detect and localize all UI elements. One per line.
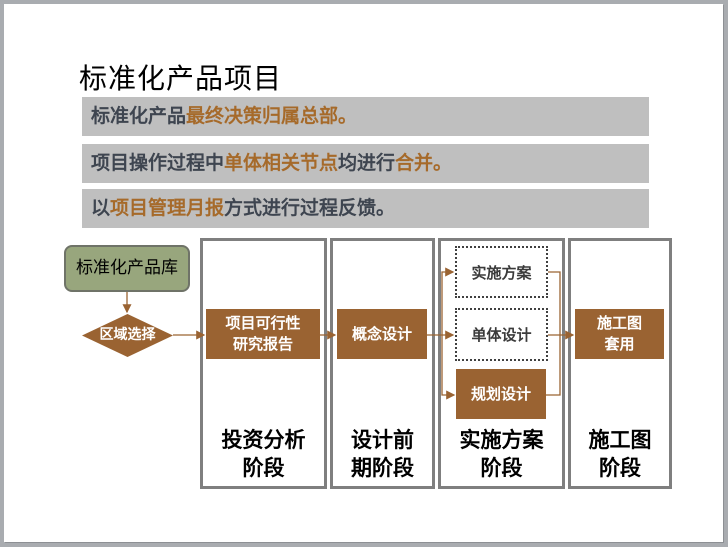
standard-product-library-node: 标准化产品库 — [64, 245, 190, 292]
concept-design-node: 概念设计 — [337, 309, 427, 359]
bullet-3-text-1: 以 — [91, 197, 111, 219]
stage-label-line2: 阶段 — [242, 455, 285, 480]
stage-column-predesign: 设计前 期阶段 — [330, 238, 435, 489]
bullet-1-highlight-1: 最终决策归属总部。 — [186, 105, 358, 127]
planning-design-node: 规划设计 — [456, 369, 546, 419]
bullet-2-highlight-2: 合并。 — [395, 152, 453, 174]
stage-label-investment: 投资分析 阶段 — [203, 426, 324, 482]
stage-label-line1: 设计前 — [351, 427, 414, 452]
node-line1: 项目可行性 — [225, 314, 301, 332]
bullet-2-text-2: 均进行 — [338, 152, 396, 174]
node-line2: 研究报告 — [232, 335, 293, 353]
stage-column-investment: 投资分析 阶段 — [200, 238, 327, 489]
node-line1: 施工图 — [596, 314, 642, 332]
stage-label-line1: 投资分析 — [221, 427, 306, 452]
implementation-plan-node: 实施方案 — [455, 246, 548, 298]
stage-label-predesign: 设计前 期阶段 — [333, 426, 432, 482]
stage-label-line1: 施工图 — [588, 427, 652, 452]
diamond-shape-icon — [82, 314, 173, 357]
stage-label-implementation: 实施方案 阶段 — [441, 426, 562, 482]
slide-title: 标准化产品项目 — [79, 62, 283, 95]
stage-label-line1: 实施方案 — [459, 427, 544, 452]
stage-column-construction: 施工图 阶段 — [568, 238, 672, 489]
stage-label-line2: 阶段 — [599, 455, 641, 480]
bullet-2-highlight-1: 单体相关节点 — [224, 152, 339, 174]
stage-label-line2: 阶段 — [480, 455, 523, 480]
bullet-2-text-1: 项目操作过程中 — [91, 152, 225, 174]
bullet-3-highlight-1: 项目管理月报 — [110, 197, 225, 219]
decision-label: 区域选择 — [99, 327, 156, 343]
bullet-bar-1: 标准化产品最终决策归属总部。 — [82, 97, 649, 136]
bullet-3-text-2: 方式进行过程反馈。 — [224, 197, 396, 219]
construction-drawing-node: 施工图 套用 — [575, 309, 664, 359]
feasibility-report-node: 项目可行性 研究报告 — [206, 309, 320, 359]
bullet-1-text-1: 标准化产品 — [91, 105, 187, 127]
bullet-bar-3: 以项目管理月报方式进行过程反馈。 — [82, 189, 649, 228]
stage-label-construction: 施工图 阶段 — [571, 426, 669, 482]
node-line2: 套用 — [604, 335, 635, 353]
unit-design-node: 单体设计 — [455, 308, 548, 361]
region-select-decision: 区域选择 — [82, 314, 173, 357]
bullet-bar-2: 项目操作过程中单体相关节点均进行合并。 — [82, 144, 649, 183]
stage-label-line2: 期阶段 — [351, 455, 414, 480]
